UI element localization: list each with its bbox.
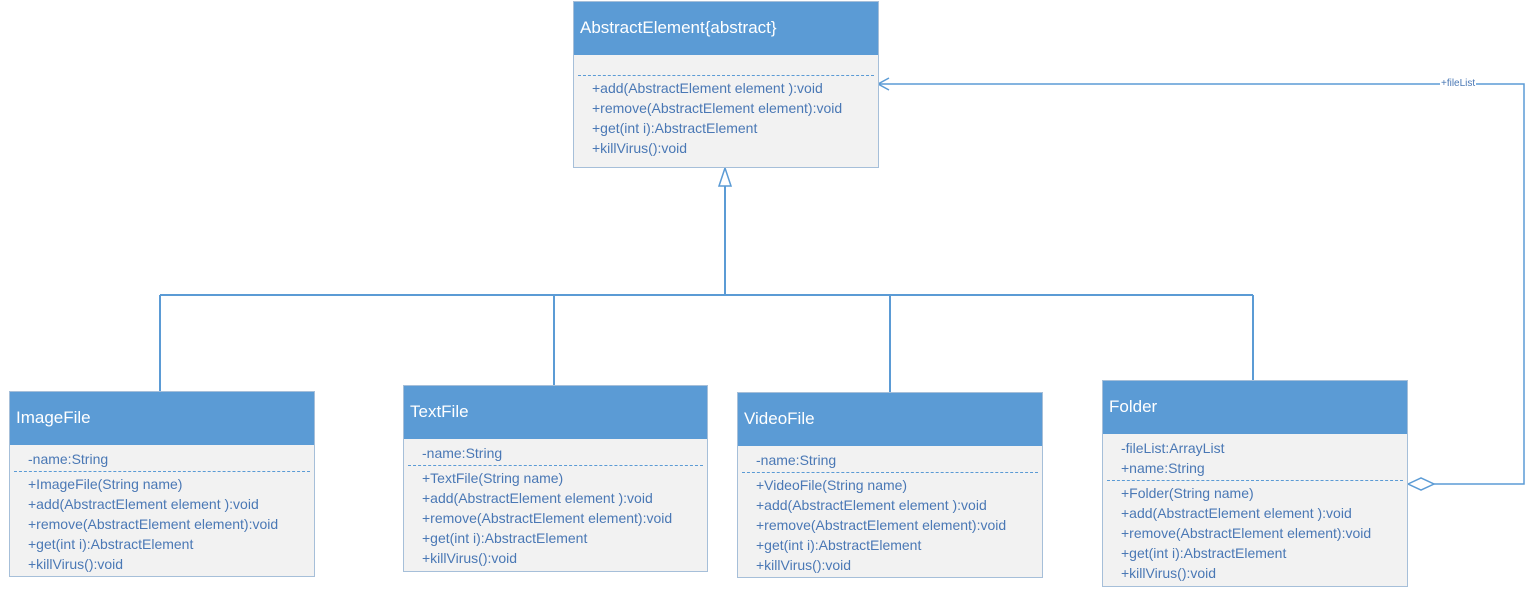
- method-item: +remove(AbstractElement element):void: [1121, 525, 1372, 541]
- method-item: +add(AbstractElement element ):void: [28, 496, 259, 512]
- section-divider: [14, 471, 310, 472]
- filelist-role-label: +fileList: [1440, 78, 1477, 90]
- method-item: +remove(AbstractElement element):void: [28, 516, 279, 532]
- method-item: +Folder(String name): [1121, 485, 1254, 501]
- class-folder[interactable]: Folder -fileList:ArrayList +name:String +…: [1102, 380, 1408, 587]
- method-item: +add(AbstractElement element ):void: [592, 80, 823, 96]
- generalization-arrowhead: [717, 165, 733, 187]
- section-divider: [1107, 480, 1403, 481]
- method-item: +add(AbstractElement element ):void: [756, 497, 987, 513]
- aggregation-connector: [878, 83, 1525, 485]
- class-textfile[interactable]: TextFile -name:String +TextFile(String n…: [403, 385, 708, 572]
- method-item: +killVirus():void: [592, 140, 688, 156]
- method-list: +VideoFile(String name) +add(AbstractElem…: [738, 475, 1042, 575]
- method-list: +ImageFile(String name) +add(AbstractElem…: [10, 474, 314, 574]
- method-item: +remove(AbstractElement element):void: [422, 510, 673, 526]
- attribute-list: -name:String: [738, 450, 1042, 470]
- attribute-item: -fileList:ArrayList: [1121, 440, 1225, 456]
- section-divider: [408, 465, 703, 466]
- class-videofile[interactable]: VideoFile -name:String +VideoFile(String…: [737, 392, 1043, 578]
- class-title: ImageFile: [10, 392, 314, 445]
- class-body: -fileList:ArrayList +name:String +Folder(…: [1103, 434, 1407, 583]
- class-title: AbstractElement{abstract}: [574, 2, 878, 55]
- class-body: +add(AbstractElement element ):void +remo…: [574, 55, 878, 158]
- generalization-connectors: [159, 186, 1254, 392]
- method-item: +get(int i):AbstractElement: [28, 536, 194, 552]
- class-title: Folder: [1103, 381, 1407, 434]
- method-item: +VideoFile(String name): [756, 477, 908, 493]
- section-divider: [742, 472, 1038, 473]
- method-item: +killVirus():void: [1121, 565, 1217, 581]
- aggregation-diamond: [1406, 477, 1436, 491]
- class-body: -name:String +VideoFile(String name) +add…: [738, 446, 1042, 575]
- method-item: +killVirus():void: [422, 550, 518, 566]
- class-title: TextFile: [404, 386, 707, 439]
- method-item: +remove(AbstractElement element):void: [592, 100, 843, 116]
- method-item: +killVirus():void: [28, 556, 124, 572]
- attribute-item: +name:String: [1121, 460, 1205, 476]
- class-body: -name:String +TextFile(String name) +add(…: [404, 439, 707, 568]
- method-item: +add(AbstractElement element ):void: [1121, 505, 1352, 521]
- method-item: +get(int i):AbstractElement: [756, 537, 922, 553]
- method-item: +ImageFile(String name): [28, 476, 183, 492]
- class-title: VideoFile: [738, 393, 1042, 446]
- method-item: +get(int i):AbstractElement: [422, 530, 588, 546]
- attribute-list: -name:String: [404, 443, 707, 463]
- attribute-item: -name:String: [422, 445, 503, 461]
- attribute-list: -fileList:ArrayList +name:String: [1103, 438, 1407, 478]
- method-item: +remove(AbstractElement element):void: [756, 517, 1007, 533]
- method-item: +add(AbstractElement element ):void: [422, 490, 653, 506]
- class-imagefile[interactable]: ImageFile -name:String +ImageFile(String…: [9, 391, 315, 577]
- method-item: +TextFile(String name): [422, 470, 564, 486]
- attribute-list: -name:String: [10, 449, 314, 469]
- attribute-item: -name:String: [756, 452, 837, 468]
- method-list: +Folder(String name) +add(AbstractElement…: [1103, 483, 1407, 583]
- method-item: +get(int i):AbstractElement: [1121, 545, 1287, 561]
- class-body: -name:String +ImageFile(String name) +add…: [10, 445, 314, 574]
- class-abstract-element[interactable]: AbstractElement{abstract} +add(AbstractE…: [573, 1, 879, 168]
- method-list: +TextFile(String name) +add(AbstractEleme…: [404, 468, 707, 568]
- section-divider: [578, 75, 874, 76]
- method-item: +killVirus():void: [756, 557, 852, 573]
- method-list: +add(AbstractElement element ):void +remo…: [574, 78, 878, 158]
- attribute-item: -name:String: [28, 451, 109, 467]
- method-item: +get(int i):AbstractElement: [592, 120, 758, 136]
